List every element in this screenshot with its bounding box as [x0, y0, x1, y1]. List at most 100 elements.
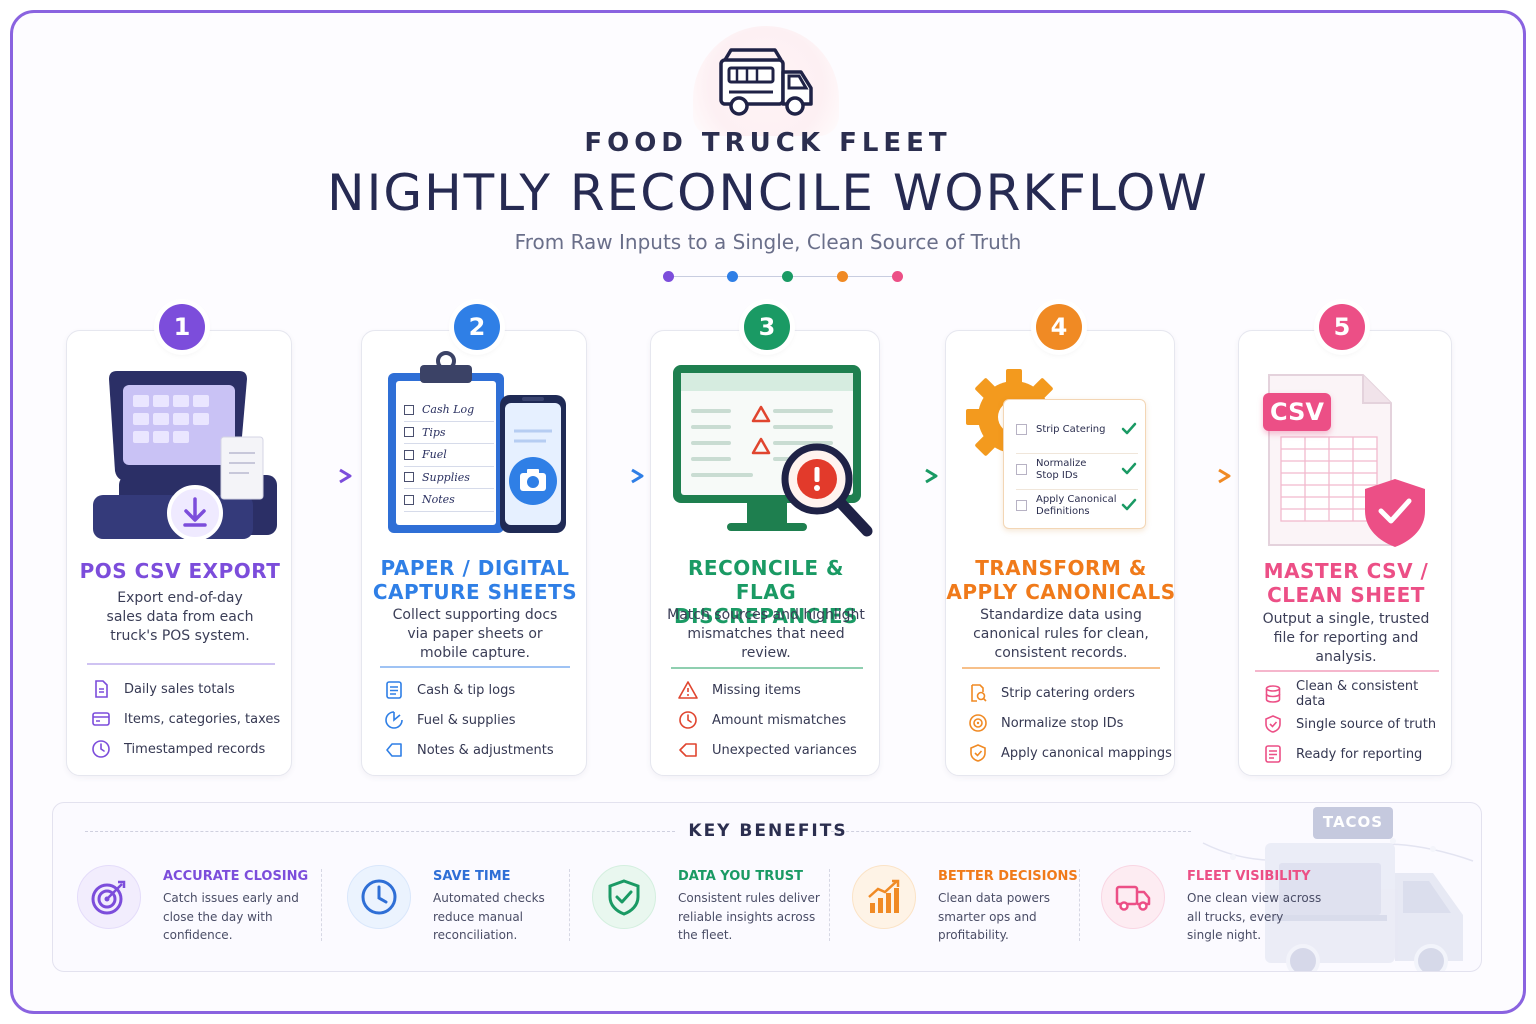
arrow-right-icon: [590, 468, 644, 484]
database-icon: [1265, 685, 1281, 703]
step-item-list: Strip catering orders Normalize stop IDs…: [968, 678, 1172, 768]
list-item: Notes & adjustments: [384, 735, 554, 765]
tag-icon: [386, 743, 402, 757]
checkbox-icon: [404, 494, 414, 505]
step-description: Output a single, trusted file for report…: [1247, 610, 1445, 667]
title-line: TRANSFORM &: [975, 556, 1147, 580]
checkbox-icon: [404, 427, 414, 438]
desc-line: analysis.: [1315, 649, 1377, 665]
step-item-list: Cash & tip logs Fuel & supplies Notes & …: [384, 675, 554, 765]
dot-pink: [892, 271, 903, 282]
list-item-label: Missing items: [712, 682, 801, 698]
search-doc-icon: [971, 684, 987, 702]
benefit-icon-wrap: [347, 865, 411, 929]
checklist-text: Stop IDs: [1036, 470, 1078, 481]
title-line: APPLY CANONICALS: [946, 580, 1176, 604]
title-line: CLEAN SHEET: [1267, 583, 1425, 607]
list-item-label: Single source of truth: [1296, 716, 1437, 732]
benefit-line: single night.: [1187, 928, 1262, 942]
food-truck-icon: [719, 48, 813, 116]
check-icon: [1121, 462, 1137, 475]
benefit-icon-wrap: [852, 865, 916, 929]
list-item: Items, categories, taxes: [91, 704, 280, 734]
step-item-list: Clean & consistent data Single source of…: [1263, 679, 1451, 769]
benefit-line: the fleet.: [678, 928, 733, 942]
checkbox-icon: [1016, 424, 1027, 435]
checkbox-icon: [1016, 500, 1027, 511]
desc-line: Standardize data using: [980, 607, 1142, 623]
checkbox-icon: [1016, 464, 1027, 475]
dot-purple: [663, 271, 674, 282]
benefit-text: One clean view across all trucks, every …: [1187, 889, 1337, 945]
step-card-5: 5 CSV MASTER CSV / CLEAN SHEET Output a …: [1238, 304, 1452, 776]
checklist-text: Strip Catering: [1036, 424, 1106, 435]
desc-line: mismatches that need: [687, 626, 845, 642]
checkbox-icon: [404, 404, 414, 415]
step-number: 4: [1036, 304, 1082, 350]
clock-icon: [679, 711, 697, 729]
checklist-text: Definitions: [1036, 506, 1090, 517]
page-subtitle: From Raw Inputs to a Single, Clean Sourc…: [514, 230, 1022, 254]
checklist-text: Normalize: [1036, 458, 1087, 469]
truck-sign: TACOS: [1322, 813, 1384, 831]
benefit-line: reduce manual: [433, 909, 524, 924]
benefit-line: all trucks, every: [1187, 909, 1284, 924]
list-item: Fuel & supplies: [384, 705, 554, 735]
list-item: Strip catering orders: [968, 678, 1172, 708]
clipboard-label: Tips: [422, 425, 446, 439]
clipboard-line: Cash Log: [404, 399, 494, 422]
step-title: RECONCILE & FLAG DISCREPANCIES: [651, 556, 881, 628]
page-title: NIGHTLY RECONCILE WORKFLOW: [327, 164, 1209, 222]
benefit-line: Automated checks: [433, 891, 545, 905]
dashed-divider: [831, 831, 1191, 832]
list-item-label: Normalize stop IDs: [1001, 715, 1124, 731]
step-number: 5: [1319, 304, 1365, 350]
benefit-line: reconciliation.: [433, 928, 518, 942]
benefit-text: Consistent rules deliver reliable insigh…: [678, 889, 828, 945]
list-item: Ready for reporting: [1263, 739, 1451, 769]
check-icon: [1121, 498, 1137, 511]
title-line: FLAG DISCREPANCIES: [674, 580, 858, 628]
desc-line: Output a single, trusted: [1262, 611, 1430, 627]
clock-icon: [92, 740, 110, 758]
card-divider: [671, 667, 863, 669]
check-icon: [1121, 422, 1137, 435]
clipboard-line: Notes: [404, 489, 494, 512]
clock-icon: [361, 879, 397, 915]
card-divider: [87, 663, 275, 665]
benefit-title: DATA YOU TRUST: [678, 869, 804, 884]
card-divider: [1255, 670, 1439, 672]
benefit-line: smarter ops and: [938, 909, 1037, 924]
target-icon: [969, 714, 987, 732]
benefit-line: reliable insights across: [678, 909, 816, 924]
benefit-line: profitability.: [938, 928, 1009, 942]
card-divider: [962, 667, 1160, 669]
checklist-item: Strip Catering: [1016, 418, 1138, 454]
dot-green: [782, 271, 793, 282]
clipboard-line: Tips: [404, 422, 494, 444]
benefit-line: One clean view across: [1187, 891, 1322, 905]
dashed-divider: [85, 831, 675, 832]
step-title: POS CSV EXPORT: [79, 559, 281, 583]
warning-icon: [678, 681, 698, 699]
step-item-list: Missing items Amount mismatches Unexpect…: [677, 675, 857, 765]
phone-camera-icon: [500, 395, 566, 533]
list-item: Single source of truth: [1263, 709, 1451, 739]
benefit-text: Automated checks reduce manual reconcili…: [433, 889, 583, 945]
desc-line: consistent records.: [994, 645, 1128, 661]
step-description: Standardize data using canonical rules f…: [954, 606, 1168, 663]
benefits-title: KEY BENEFITS: [688, 821, 848, 841]
step-description: Match sources and highlight mismatches t…: [659, 606, 873, 663]
desc-line: Collect supporting docs: [392, 607, 558, 623]
list-item: Unexpected variances: [677, 735, 857, 765]
benefit-icon-wrap: [592, 865, 656, 929]
target-icon: [91, 880, 126, 915]
benefit-separator: [569, 869, 570, 941]
taco-truck-illustration: [1202, 807, 1474, 971]
header-kicker: FOOD TRUCK FLEET: [584, 128, 952, 158]
benefit-text: Catch issues early and close the day wit…: [163, 889, 313, 945]
